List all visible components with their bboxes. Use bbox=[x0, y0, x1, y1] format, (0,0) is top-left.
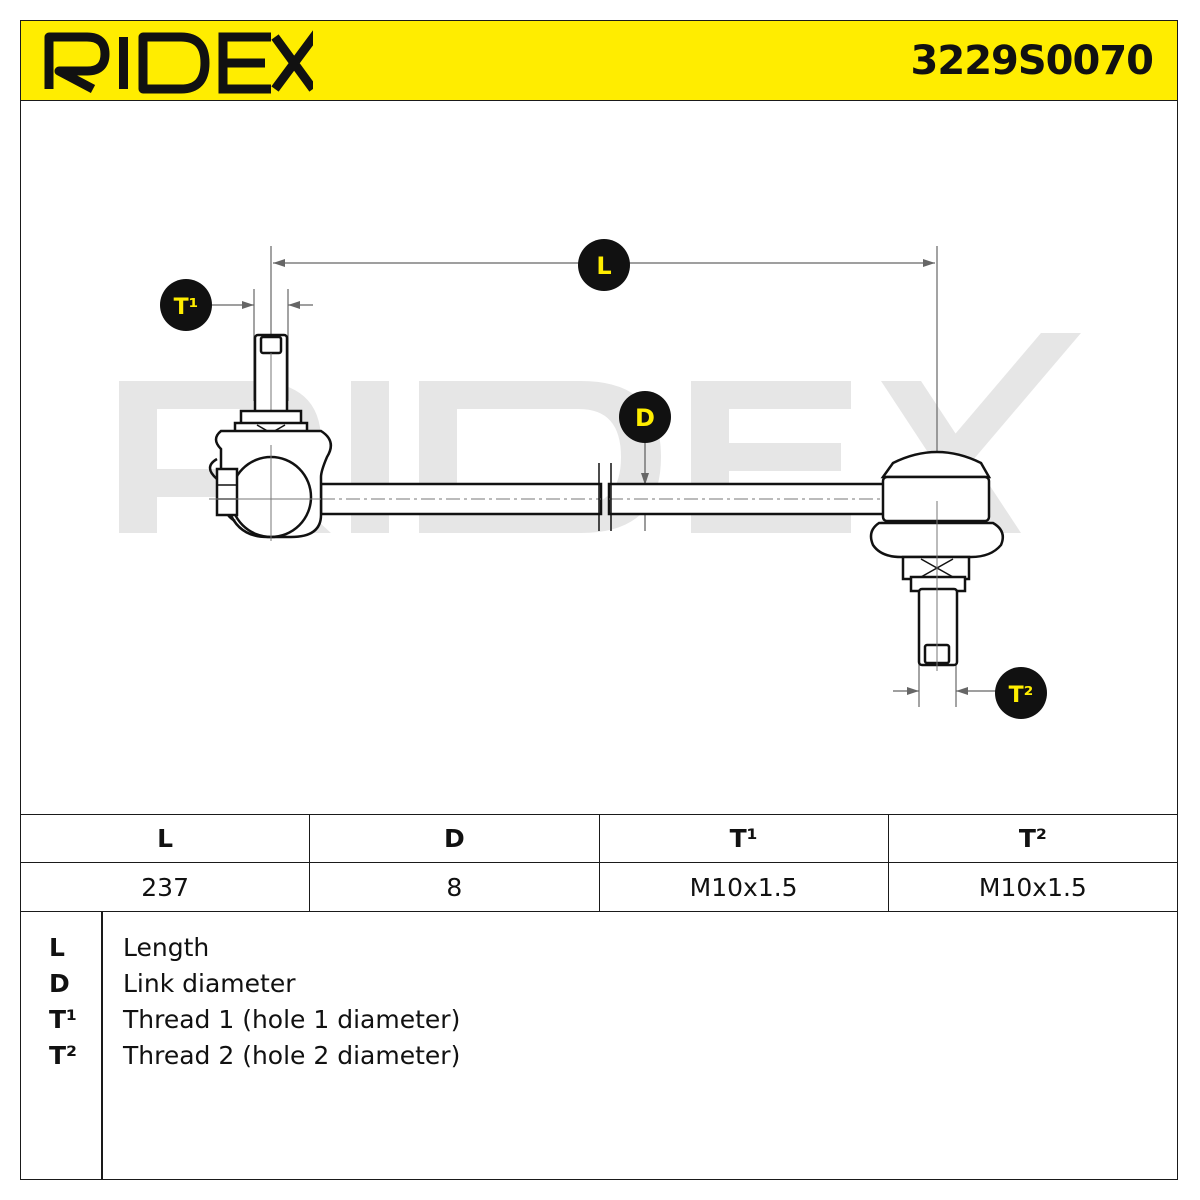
thread2-label-marker: T² bbox=[995, 667, 1047, 719]
legend-key: T² bbox=[49, 1041, 78, 1070]
legend-desc: Thread 1 (hole 1 diameter) bbox=[123, 1005, 461, 1034]
spec-value-thread2: M10x1.5 bbox=[978, 872, 1087, 902]
legend-key: D bbox=[49, 969, 70, 998]
left-ball-joint bbox=[208, 333, 333, 541]
svg-text:L: L bbox=[596, 252, 611, 280]
legend-item: L Length bbox=[21, 930, 1177, 966]
svg-text:T¹: T¹ bbox=[174, 295, 199, 320]
spec-value-diameter: 8 bbox=[310, 863, 600, 911]
diameter-label-marker: D bbox=[619, 391, 671, 443]
legend-desc: Thread 2 (hole 2 diameter) bbox=[123, 1041, 461, 1070]
right-ball-joint bbox=[869, 450, 1004, 671]
spec-value-row: 237 8 M10x1.5 M10x1.5 bbox=[21, 863, 1177, 911]
legend-desc: Length bbox=[123, 933, 210, 962]
length-label-marker: L bbox=[578, 239, 630, 291]
spec-header-thread2: T² bbox=[1018, 824, 1047, 853]
technical-drawing: L T¹ D T² bbox=[119, 239, 1081, 719]
stabilizer-link-rod bbox=[319, 463, 891, 531]
spec-table: L D T¹ T² 237 8 M10x1.5 M10x1.5 bbox=[21, 814, 1177, 912]
legend-item: T¹ Thread 1 (hole 1 diameter) bbox=[21, 1002, 1177, 1038]
spec-header-row: L D T¹ T² bbox=[21, 815, 1177, 863]
thread1-label-marker: T¹ bbox=[160, 279, 212, 331]
ridex-logo bbox=[44, 30, 313, 94]
legend: L Length D Link diameter T¹ Thread 1 (ho… bbox=[21, 912, 1177, 1179]
spec-header-thread1: T¹ bbox=[600, 815, 889, 862]
legend-item: T² Thread 2 (hole 2 diameter) bbox=[21, 1038, 1177, 1074]
legend-key: T¹ bbox=[49, 1005, 78, 1034]
spec-header-diameter: D bbox=[310, 815, 600, 862]
legend-item: D Link diameter bbox=[21, 966, 1177, 1002]
legend-desc: Link diameter bbox=[123, 969, 296, 998]
legend-key: L bbox=[49, 933, 65, 962]
spec-value-thread1: M10x1.5 bbox=[600, 863, 889, 911]
svg-text:D: D bbox=[635, 404, 655, 432]
spec-header-length: L bbox=[21, 815, 311, 862]
svg-text:T²: T² bbox=[1009, 683, 1034, 708]
legend-divider bbox=[101, 912, 103, 1179]
header-bar: 3229S0070 bbox=[21, 21, 1177, 101]
spec-value-length: 237 bbox=[21, 863, 311, 911]
part-number: 3229S0070 bbox=[910, 38, 1154, 84]
spec-sheet: 3229S0070 bbox=[20, 20, 1178, 1180]
